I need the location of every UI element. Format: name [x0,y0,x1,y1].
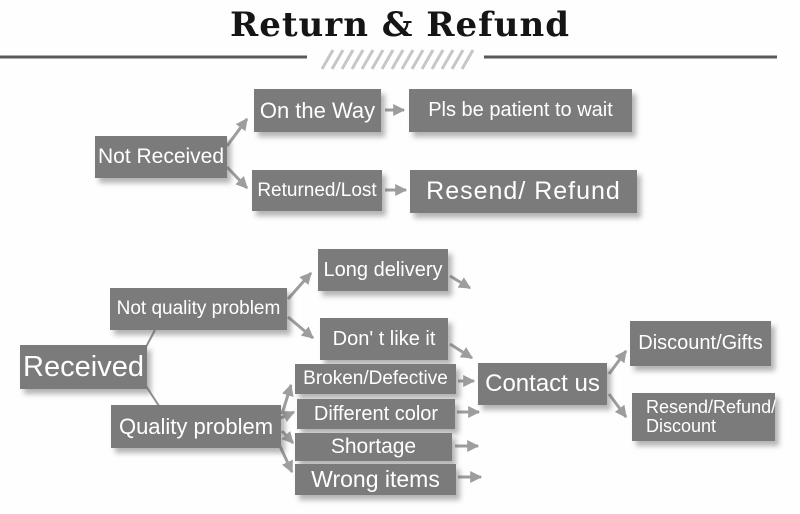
arrow-dont-like-it-to-contact-us [449,342,474,360]
link-received-to-not-quality-problem [145,329,156,348]
hatch-marks [320,49,475,70]
node-shortage: Shortage [295,433,452,461]
node-received: Received [20,345,147,389]
arrow-qp-to-broken-defective [280,383,294,415]
arrow-qp-to-shortage [280,429,295,445]
node-different-color: Different color [297,399,455,429]
arrow-contact-us-to-discount-gifts [607,350,628,375]
node-resend-refund: Resend/ Refund [410,170,637,213]
node-pls-be-patient: Pls be patient to wait [409,89,632,132]
link-received-to-quality-problem [145,385,160,407]
node-broken-defective: Broken/Defective [295,364,456,394]
node-not-quality-problem: Not quality problem [110,288,287,330]
arrow-not-received-to-on-the-way [225,118,249,147]
node-long-delivery: Long delivery [318,249,448,291]
node-dont-like-it: Don' t like it [320,318,448,360]
page-title: Return & Refund [229,5,571,45]
arrow-nqp-to-long-delivery [286,272,313,300]
arrow-long-delivery-out [449,274,472,290]
node-resend-refund-discount: Resend/Refund/ Discount [632,393,776,441]
node-discount-gifts: Discount/Gifts [630,321,771,366]
node-wrong-items: Wrong items [295,464,456,495]
node-on-the-way: On the Way [254,89,381,132]
arrow-nqp-to-dont-like-it [287,315,314,340]
node-returned-lost: Returned/Lost [252,170,382,211]
node-contact-us: Contact us [478,363,607,405]
arrow-contact-us-to-resend-refund-discount [607,393,628,418]
arrow-qp-to-different-color [280,410,296,422]
arrow-not-received-to-returned-lost [225,165,249,190]
arrow-qp-to-wrong-items [277,443,294,474]
node-not-received: Not Received [95,136,227,178]
node-quality-problem: Quality problem [111,405,281,448]
